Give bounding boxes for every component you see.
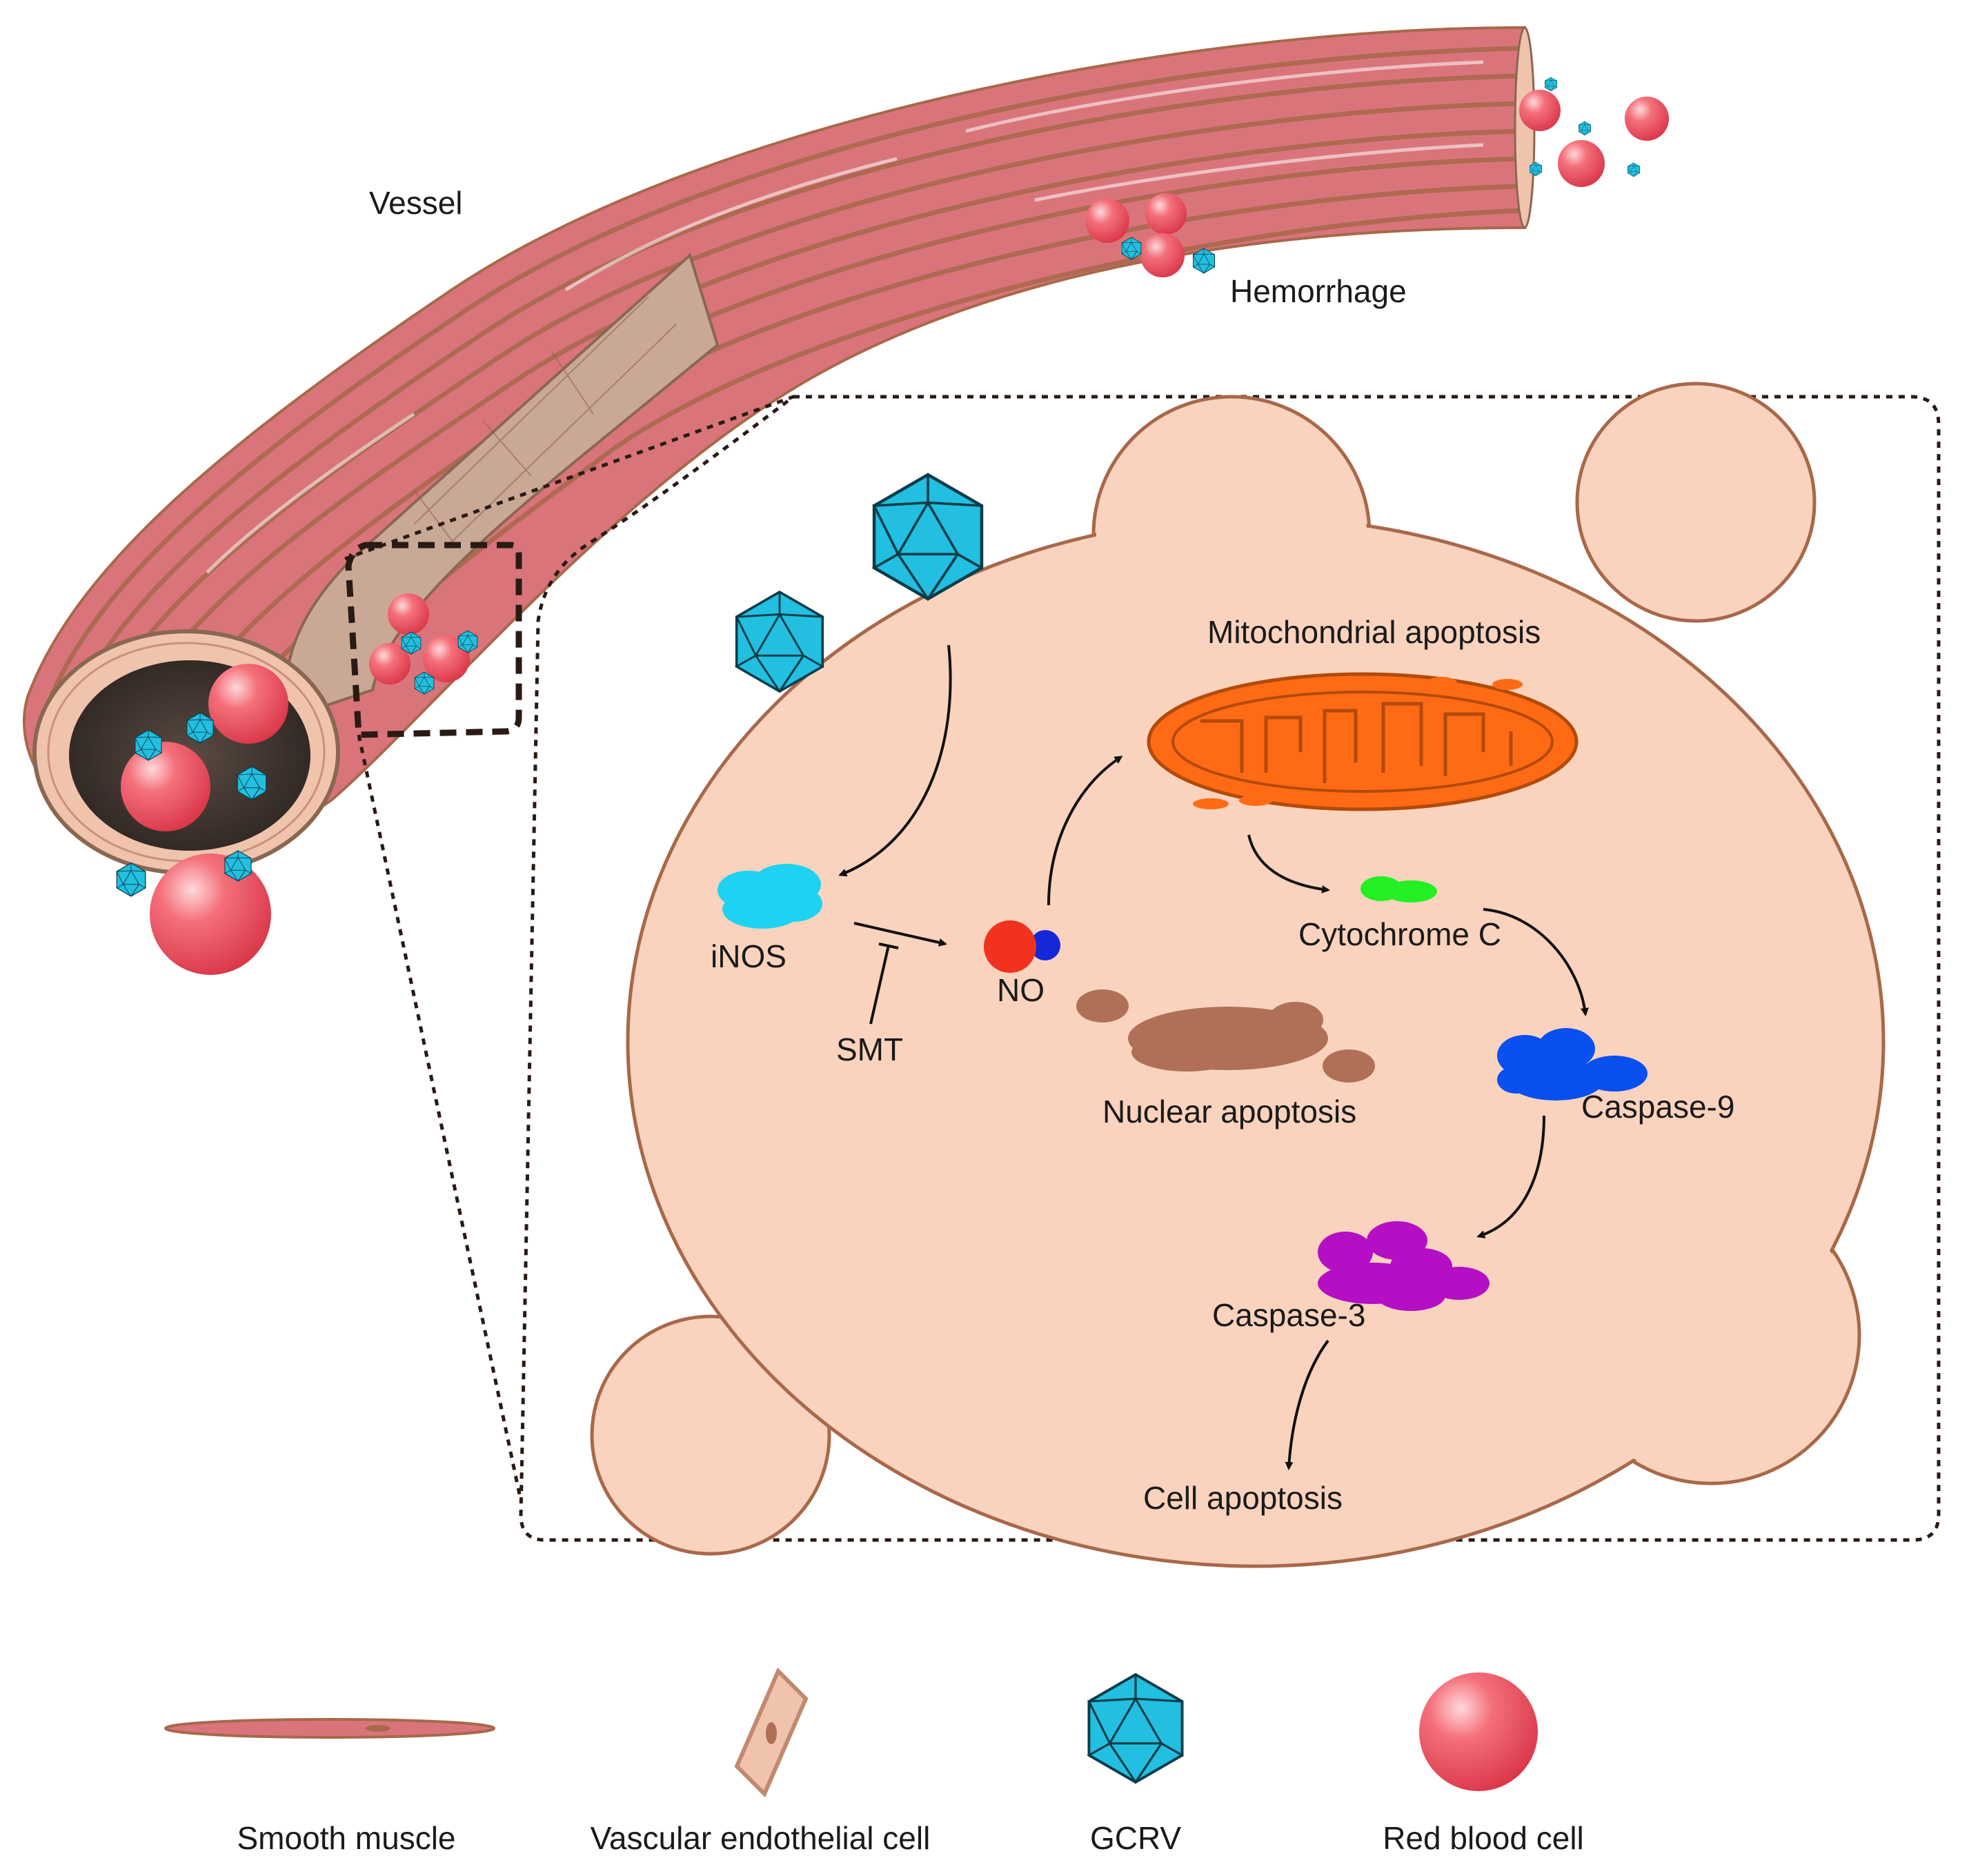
pathway-arrows <box>838 644 1589 1470</box>
label-hemorrhage: Hemorrhage <box>1230 273 1407 309</box>
legend-item-smooth-muscle: Smooth muscle <box>164 1718 495 1856</box>
legend-label: Red blood cell <box>1383 1820 1584 1856</box>
red-blood-cell <box>369 643 410 684</box>
red-blood-cell <box>150 853 271 975</box>
arrow-virus-to-inos <box>838 644 952 877</box>
detail-frame <box>519 395 1941 1542</box>
zoom-indicator <box>344 395 1941 1542</box>
red-blood-cell <box>121 742 210 831</box>
red-blood-cell <box>1085 199 1129 243</box>
red-blood-cell <box>1558 140 1605 187</box>
red-blood-cell <box>388 593 429 635</box>
red-blood-cell <box>1145 193 1187 235</box>
label-caspase-9: Caspase-9 <box>1581 1089 1734 1125</box>
label-inos: iNOS <box>711 938 786 974</box>
inos-protein <box>718 864 822 929</box>
no-molecule <box>984 920 1060 973</box>
gcrv-particle <box>1545 77 1557 92</box>
legend-item-rbc: Red blood cell <box>1383 1672 1584 1856</box>
red-blood-cell <box>1625 97 1669 141</box>
neighbor-cell <box>1575 382 1817 623</box>
label-smt: SMT <box>836 1031 903 1067</box>
label-no: NO <box>997 972 1045 1008</box>
caspase-9-protein <box>1497 1028 1648 1100</box>
gcrv-particle <box>1579 121 1591 136</box>
red-blood-cell-icon <box>1419 1672 1538 1791</box>
legend-label: Vascular endothelial cell <box>591 1820 931 1856</box>
inhibit-smt <box>869 942 899 1025</box>
mitochondrion <box>1147 672 1579 811</box>
label-nuclear-apoptosis: Nuclear apoptosis <box>1102 1094 1356 1129</box>
gcrv-particle <box>1627 162 1640 177</box>
cytochrome-c <box>1361 876 1437 902</box>
caspase-3-protein <box>1318 1221 1490 1311</box>
legend-item-gcrv: GCRV <box>1087 1673 1184 1856</box>
legend-label: GCRV <box>1090 1820 1181 1856</box>
red-blood-cell <box>1519 90 1561 131</box>
vessel-particles <box>116 77 1669 975</box>
label-caspase-3: Caspase-3 <box>1212 1297 1365 1333</box>
gcrv-icon <box>1087 1673 1184 1784</box>
label-mitochondrial-apoptosis: Mitochondrial apoptosis <box>1207 614 1541 650</box>
nucleus <box>1076 989 1375 1083</box>
legend-label: Smooth muscle <box>237 1820 455 1856</box>
red-blood-cell <box>1140 233 1185 277</box>
arrow-mitochondrion-to-cytochrome <box>1247 834 1330 893</box>
arrow-inos-to-no <box>853 922 947 947</box>
legend: Smooth muscle Vascular endothelial cell … <box>164 1667 1584 1856</box>
label-cell-apoptosis: Cell apoptosis <box>1143 1480 1343 1516</box>
legend-item-endothelial-cell: Vascular endothelial cell <box>591 1667 931 1856</box>
arrow-cytochrome-to-caspase9 <box>1483 908 1589 1016</box>
arrow-caspase3-to-apoptosis <box>1285 1339 1329 1470</box>
smooth-muscle-icon <box>164 1718 495 1739</box>
red-blood-cell <box>208 664 288 744</box>
label-cytochrome-c: Cytochrome C <box>1298 916 1501 952</box>
label-vessel: Vessel <box>369 185 463 221</box>
host-cell <box>590 382 1886 1568</box>
arrow-no-to-mitochondrion <box>1047 756 1123 906</box>
arrow-caspase9-to-caspase3 <box>1476 1115 1545 1238</box>
